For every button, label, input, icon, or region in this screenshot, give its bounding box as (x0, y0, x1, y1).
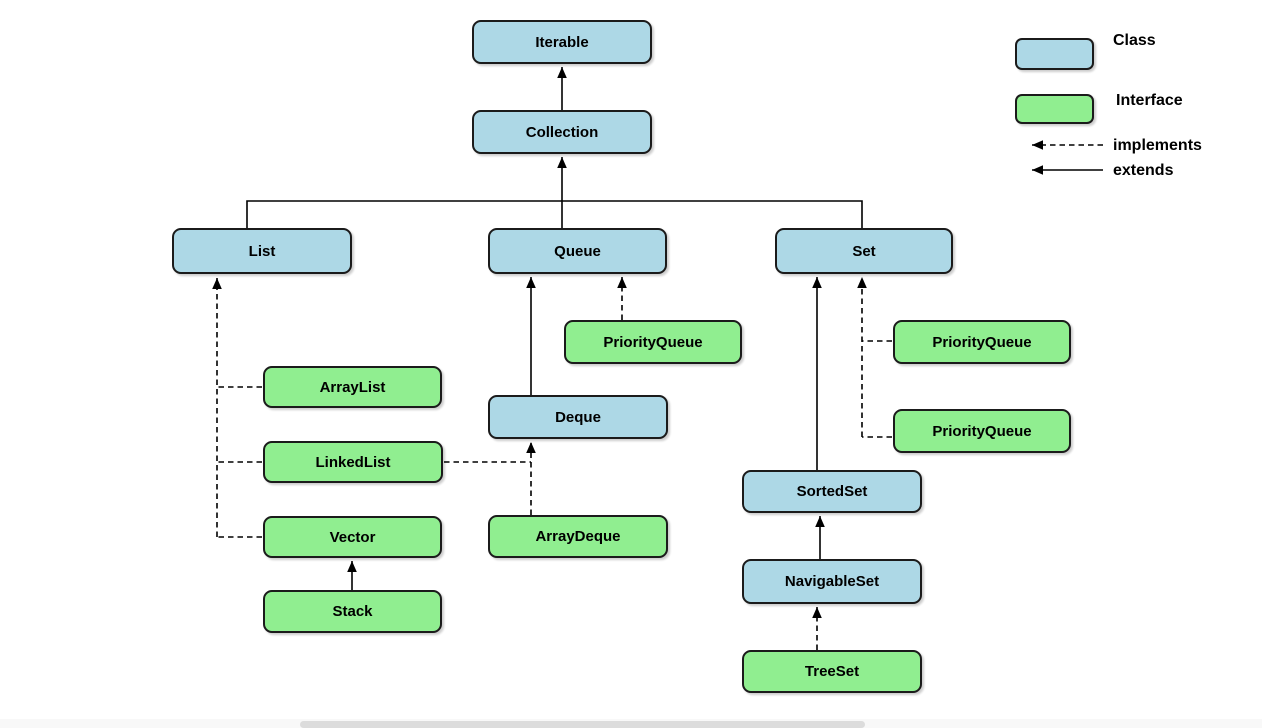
node-navigableset: NavigableSet (742, 559, 922, 604)
legend-interface-swatch (1015, 94, 1094, 124)
node-collection: Collection (472, 110, 652, 154)
legend-interface-label: Interface (1116, 92, 1183, 109)
horizontal-scrollbar-thumb[interactable] (300, 721, 865, 728)
node-vector: Vector (263, 516, 442, 558)
legend-extends-label: extends (1113, 162, 1174, 179)
edge-hierarchy-bracket (246, 200, 863, 228)
legend-implements-label: implements (1113, 137, 1202, 154)
horizontal-scrollbar[interactable] (0, 719, 1262, 728)
node-arraylist: ArrayList (263, 366, 442, 408)
node-queue: Queue (488, 228, 667, 274)
node-arraydeque: ArrayDeque (488, 515, 668, 558)
node-list: List (172, 228, 352, 274)
node-stack: Stack (263, 590, 442, 633)
legend-class-label: Class (1113, 32, 1156, 49)
node-priorityqueue-set-1: PriorityQueue (893, 320, 1071, 364)
node-sortedset: SortedSet (742, 470, 922, 513)
node-priorityqueue-set-2: PriorityQueue (893, 409, 1071, 453)
node-treeset: TreeSet (742, 650, 922, 693)
node-linkedlist: LinkedList (263, 441, 443, 483)
node-set: Set (775, 228, 953, 274)
node-iterable: Iterable (472, 20, 652, 64)
legend-class-swatch (1015, 38, 1094, 70)
node-deque: Deque (488, 395, 668, 439)
node-priorityqueue-queue: PriorityQueue (564, 320, 742, 364)
